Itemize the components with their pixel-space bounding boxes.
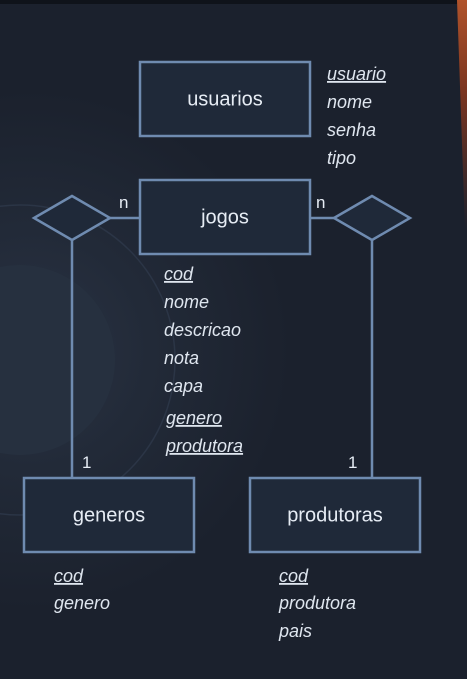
entity-usuarios: usuarios xyxy=(138,60,312,138)
attributes-produtoras: cod produtora pais xyxy=(278,566,356,641)
attr-jogos-cod: cod xyxy=(164,264,194,284)
cardinality-jogos-produtoras-n: n xyxy=(316,193,325,212)
decorative-disc xyxy=(0,265,115,455)
attributes-jogos: cod nome descricao nota capa genero prod… xyxy=(164,264,243,456)
attr-jogos-capa: capa xyxy=(164,376,203,396)
attr-usuarios-usuario: usuario xyxy=(327,64,386,84)
background-glow xyxy=(457,0,467,230)
attr-usuarios-tipo: tipo xyxy=(327,148,356,168)
attr-jogos-nome: nome xyxy=(164,292,209,312)
entity-jogos-label: jogos xyxy=(200,206,249,228)
decorative-ring xyxy=(0,204,176,516)
attributes-generos: cod genero xyxy=(54,566,110,613)
attr-usuarios-senha: senha xyxy=(327,120,376,140)
attr-produtoras-pais: pais xyxy=(278,621,312,641)
cardinality-jogos-generos-n: n xyxy=(119,193,128,212)
attr-usuarios-nome: nome xyxy=(327,92,372,112)
entity-generos: generos xyxy=(22,476,196,554)
cardinality-generos-1: 1 xyxy=(82,453,91,472)
entity-produtoras-label: produtoras xyxy=(287,504,383,526)
attr-jogos-nota: nota xyxy=(164,348,199,368)
cardinality-produtoras-1: 1 xyxy=(348,453,357,472)
attributes-usuarios: usuario nome senha tipo xyxy=(327,64,386,168)
attr-jogos-descricao: descricao xyxy=(164,320,241,340)
attr-generos-cod: cod xyxy=(54,566,84,586)
attr-produtoras-cod: cod xyxy=(279,566,309,586)
attr-generos-genero: genero xyxy=(54,593,110,613)
relationship-diamond-produtoras xyxy=(331,194,413,242)
entity-usuarios-label: usuarios xyxy=(187,88,263,110)
entity-generos-label: generos xyxy=(73,504,145,526)
relationship-diamond-generos xyxy=(31,194,113,242)
attr-jogos-genero: genero xyxy=(166,408,222,428)
entity-produtoras: produtoras xyxy=(248,476,422,554)
entity-jogos: jogos xyxy=(138,178,312,256)
top-band xyxy=(0,0,467,4)
attr-produtoras-produtora: produtora xyxy=(278,593,356,613)
attr-jogos-produtora: produtora xyxy=(165,436,243,456)
